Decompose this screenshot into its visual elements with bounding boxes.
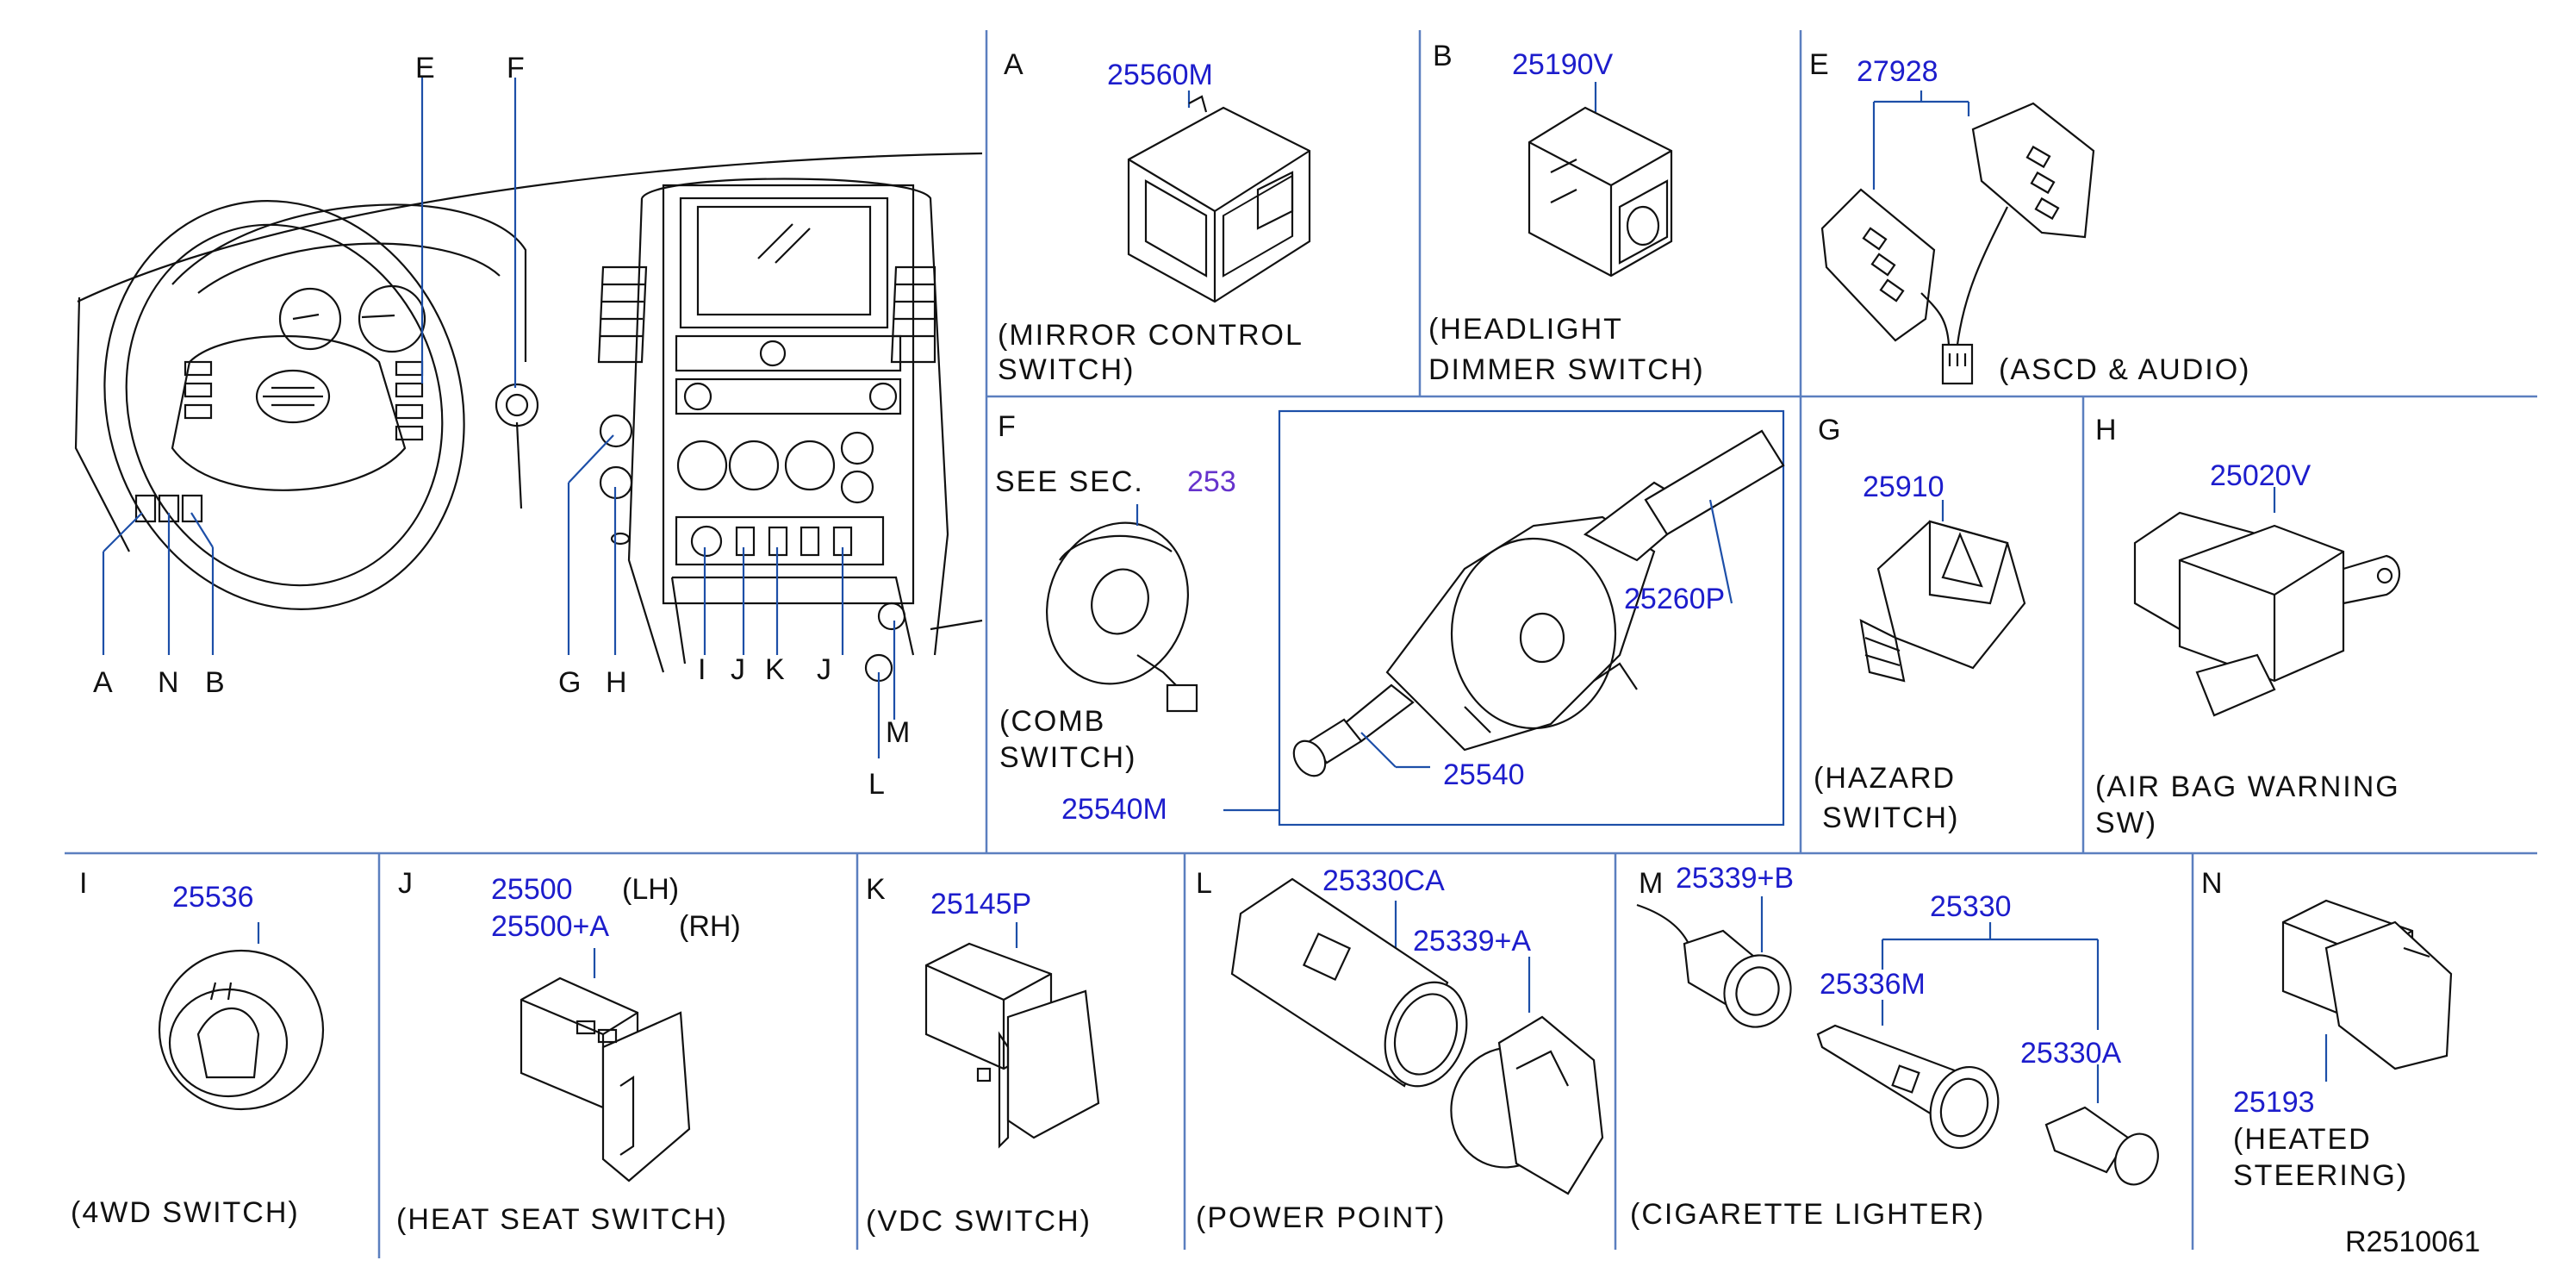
panel-f-part-lever-2: 25540 [1443, 758, 1525, 791]
panel-k-caption-1: (VDC SWITCH) [866, 1205, 1092, 1238]
callout-k: K [765, 653, 785, 686]
callout-e: E [415, 52, 435, 84]
panel-a-letter: A [1004, 48, 1024, 81]
panel-b-part: 25190V [1512, 48, 1614, 81]
panel-f-part-comb: 25540M [1061, 793, 1167, 826]
panel-h-letter: H [2095, 414, 2117, 446]
callout-f: F [507, 52, 525, 84]
panel-l-letter: L [1196, 867, 1212, 900]
panel-j-side-rh: (RH) [679, 910, 741, 943]
panel-g-caption-1: (HAZARD [1814, 762, 1957, 795]
panel-n-letter: N [2201, 867, 2223, 900]
panel-f-caption-2: SWITCH) [999, 741, 1137, 774]
panel-j-caption-1: (HEAT SEAT SWITCH) [396, 1203, 728, 1236]
callout-l: L [868, 768, 885, 801]
heat-seat-switch-art [520, 948, 691, 1182]
vdc-switch-art [924, 922, 1100, 1149]
callout-b: B [205, 666, 225, 699]
callout-a: A [93, 666, 113, 699]
panel-b-caption-1: (HEADLIGHT [1428, 313, 1623, 346]
panel-e-part: 27928 [1857, 55, 1938, 88]
panel-f-see-sec: SEE SEC. [995, 465, 1144, 498]
panel-e-caption-1: (ASCD & AUDIO) [1999, 353, 2251, 386]
panel-m-letter: M [1639, 867, 1664, 900]
heated-steering-switch-art [2281, 899, 2453, 1082]
ascd-audio-switch-art [1820, 90, 2095, 385]
panel-a-caption-1: (MIRROR CONTROL [998, 319, 1304, 352]
panel-g-part: 25910 [1863, 471, 1944, 503]
callout-n: N [158, 666, 179, 699]
panel-f-caption-1: (COMB [999, 705, 1106, 738]
callout-j-2: J [817, 653, 831, 686]
headlight-dimmer-switch-art [1528, 82, 1673, 278]
panel-n-caption-2: STEERING) [2233, 1159, 2409, 1192]
dashboard-overview [74, 152, 983, 683]
panel-b-letter: B [1433, 40, 1453, 72]
airbag-warning-switch-art [2133, 487, 2400, 717]
panel-j-part-rh: 25500+A [491, 910, 610, 943]
panel-i-part: 25536 [172, 881, 254, 914]
panel-m-part-4: 25330A [2020, 1037, 2122, 1070]
panel-f-section-ref[interactable]: 253 [1187, 465, 1236, 498]
hazard-switch-art [1859, 500, 2026, 683]
callout-m: M [886, 716, 911, 749]
panel-h-caption-2: SW) [2095, 807, 2158, 839]
panel-b-caption-2: DIMMER SWITCH) [1428, 353, 1705, 386]
panel-m-caption-1: (CIGARETTE LIGHTER) [1630, 1198, 1986, 1231]
panel-k-part: 25145P [930, 888, 1032, 920]
panel-f-letter: F [998, 410, 1016, 443]
cigarette-lighter-art [1636, 896, 2159, 1186]
panel-m-part-3: 25336M [1820, 968, 1926, 1001]
power-point-art [1230, 877, 1604, 1195]
panel-n-caption-1: (HEATED [2233, 1123, 2372, 1156]
panel-j-side-lh: (LH) [622, 873, 680, 906]
callout-j: J [731, 653, 745, 686]
mirror-control-switch-art [1127, 90, 1311, 303]
callout-i: I [698, 653, 706, 686]
panel-j-part-lh: 25500 [491, 873, 573, 906]
panel-m-part-1: 25339+B [1676, 862, 1795, 895]
panel-i-letter: I [79, 867, 88, 900]
panel-h-part: 25020V [2210, 459, 2312, 492]
panel-m-part-2: 25330 [1930, 890, 2012, 923]
panel-n-part: 25193 [2233, 1086, 2315, 1119]
panel-k-letter: K [866, 873, 886, 906]
drawing-number: R2510061 [2345, 1226, 2480, 1258]
panel-a-part: 25560M [1107, 59, 1213, 91]
panel-l-caption-1: (POWER POINT) [1196, 1201, 1447, 1234]
panel-j-letter: J [398, 867, 413, 900]
panel-a-caption-2: SWITCH) [998, 353, 1136, 386]
panel-g-letter: G [1818, 414, 1841, 446]
panel-i-caption-1: (4WD SWITCH) [71, 1196, 300, 1229]
panel-l-part-1: 25330CA [1322, 864, 1445, 897]
callout-h: H [606, 666, 627, 699]
overview-leaders [102, 78, 896, 758]
panel-g-caption-2: SWITCH) [1822, 802, 1960, 834]
comb-switch-art [1046, 409, 1785, 827]
callout-g: G [558, 666, 582, 699]
panel-l-part-2: 25339+A [1413, 925, 1532, 958]
4wd-switch-art [158, 922, 325, 1111]
panel-f-part-lever: 25260P [1624, 583, 1726, 615]
panel-e-letter: E [1809, 48, 1829, 81]
panel-grid [65, 30, 2537, 1258]
panel-h-caption-1: (AIR BAG WARNING [2095, 771, 2400, 803]
